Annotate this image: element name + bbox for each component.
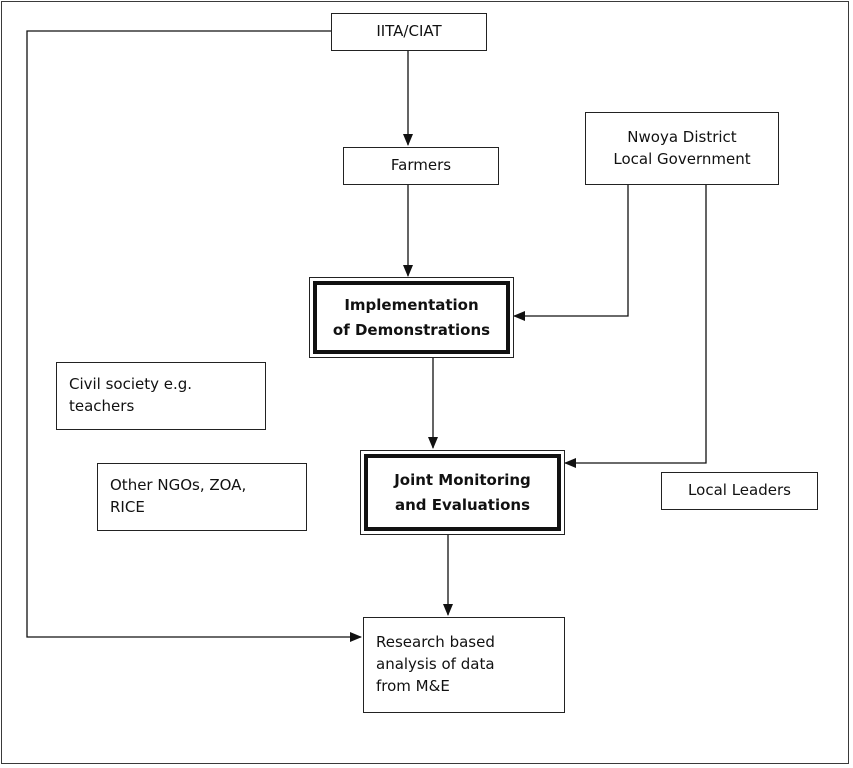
node-label-line1: Other NGOs, ZOA,: [110, 476, 247, 495]
node-local-leaders: Local Leaders: [661, 472, 818, 510]
node-label: IITA/CIAT: [376, 22, 442, 41]
node-label-line3: from M&E: [376, 676, 450, 695]
node-label-line2: and Evaluations: [394, 495, 531, 514]
node-label: Farmers: [390, 156, 452, 175]
node-label-line1: Civil society e.g.: [69, 375, 193, 394]
node-joint-monitoring: Joint Monitoring and Evaluations: [360, 450, 565, 535]
node-label-line2: analysis of data: [376, 655, 495, 674]
node-label-line1: Implementation: [344, 295, 479, 314]
node-label-line1: Nwoya District: [627, 127, 737, 146]
node-implementation: Implementation of Demonstrations: [309, 277, 514, 358]
node-civil-society: Civil society e.g. teachers: [56, 362, 266, 430]
edge-iita-research: [26, 30, 362, 642]
node-label-line1: Research based: [376, 633, 495, 652]
node-label-line1: Joint Monitoring: [394, 470, 531, 489]
node-nwoya-district: Nwoya District Local Government: [585, 112, 779, 185]
node-label-line2: of Demonstrations: [332, 320, 491, 339]
node-label-line2: Local Government: [613, 149, 751, 168]
node-label-line2: RICE: [110, 498, 145, 516]
node-research-analysis: Research based analysis of data from M&E: [363, 617, 565, 713]
node-label-line2: teachers: [69, 397, 135, 415]
node-other-ngos: Other NGOs, ZOA, RICE: [97, 463, 307, 531]
node-label: Local Leaders: [688, 481, 791, 500]
node-iita-ciat: IITA/CIAT: [331, 13, 487, 51]
node-farmers: Farmers: [343, 147, 499, 185]
edge-nwoya-implementation: [513, 184, 629, 321]
edge-nwoya-joint: [564, 184, 707, 468]
